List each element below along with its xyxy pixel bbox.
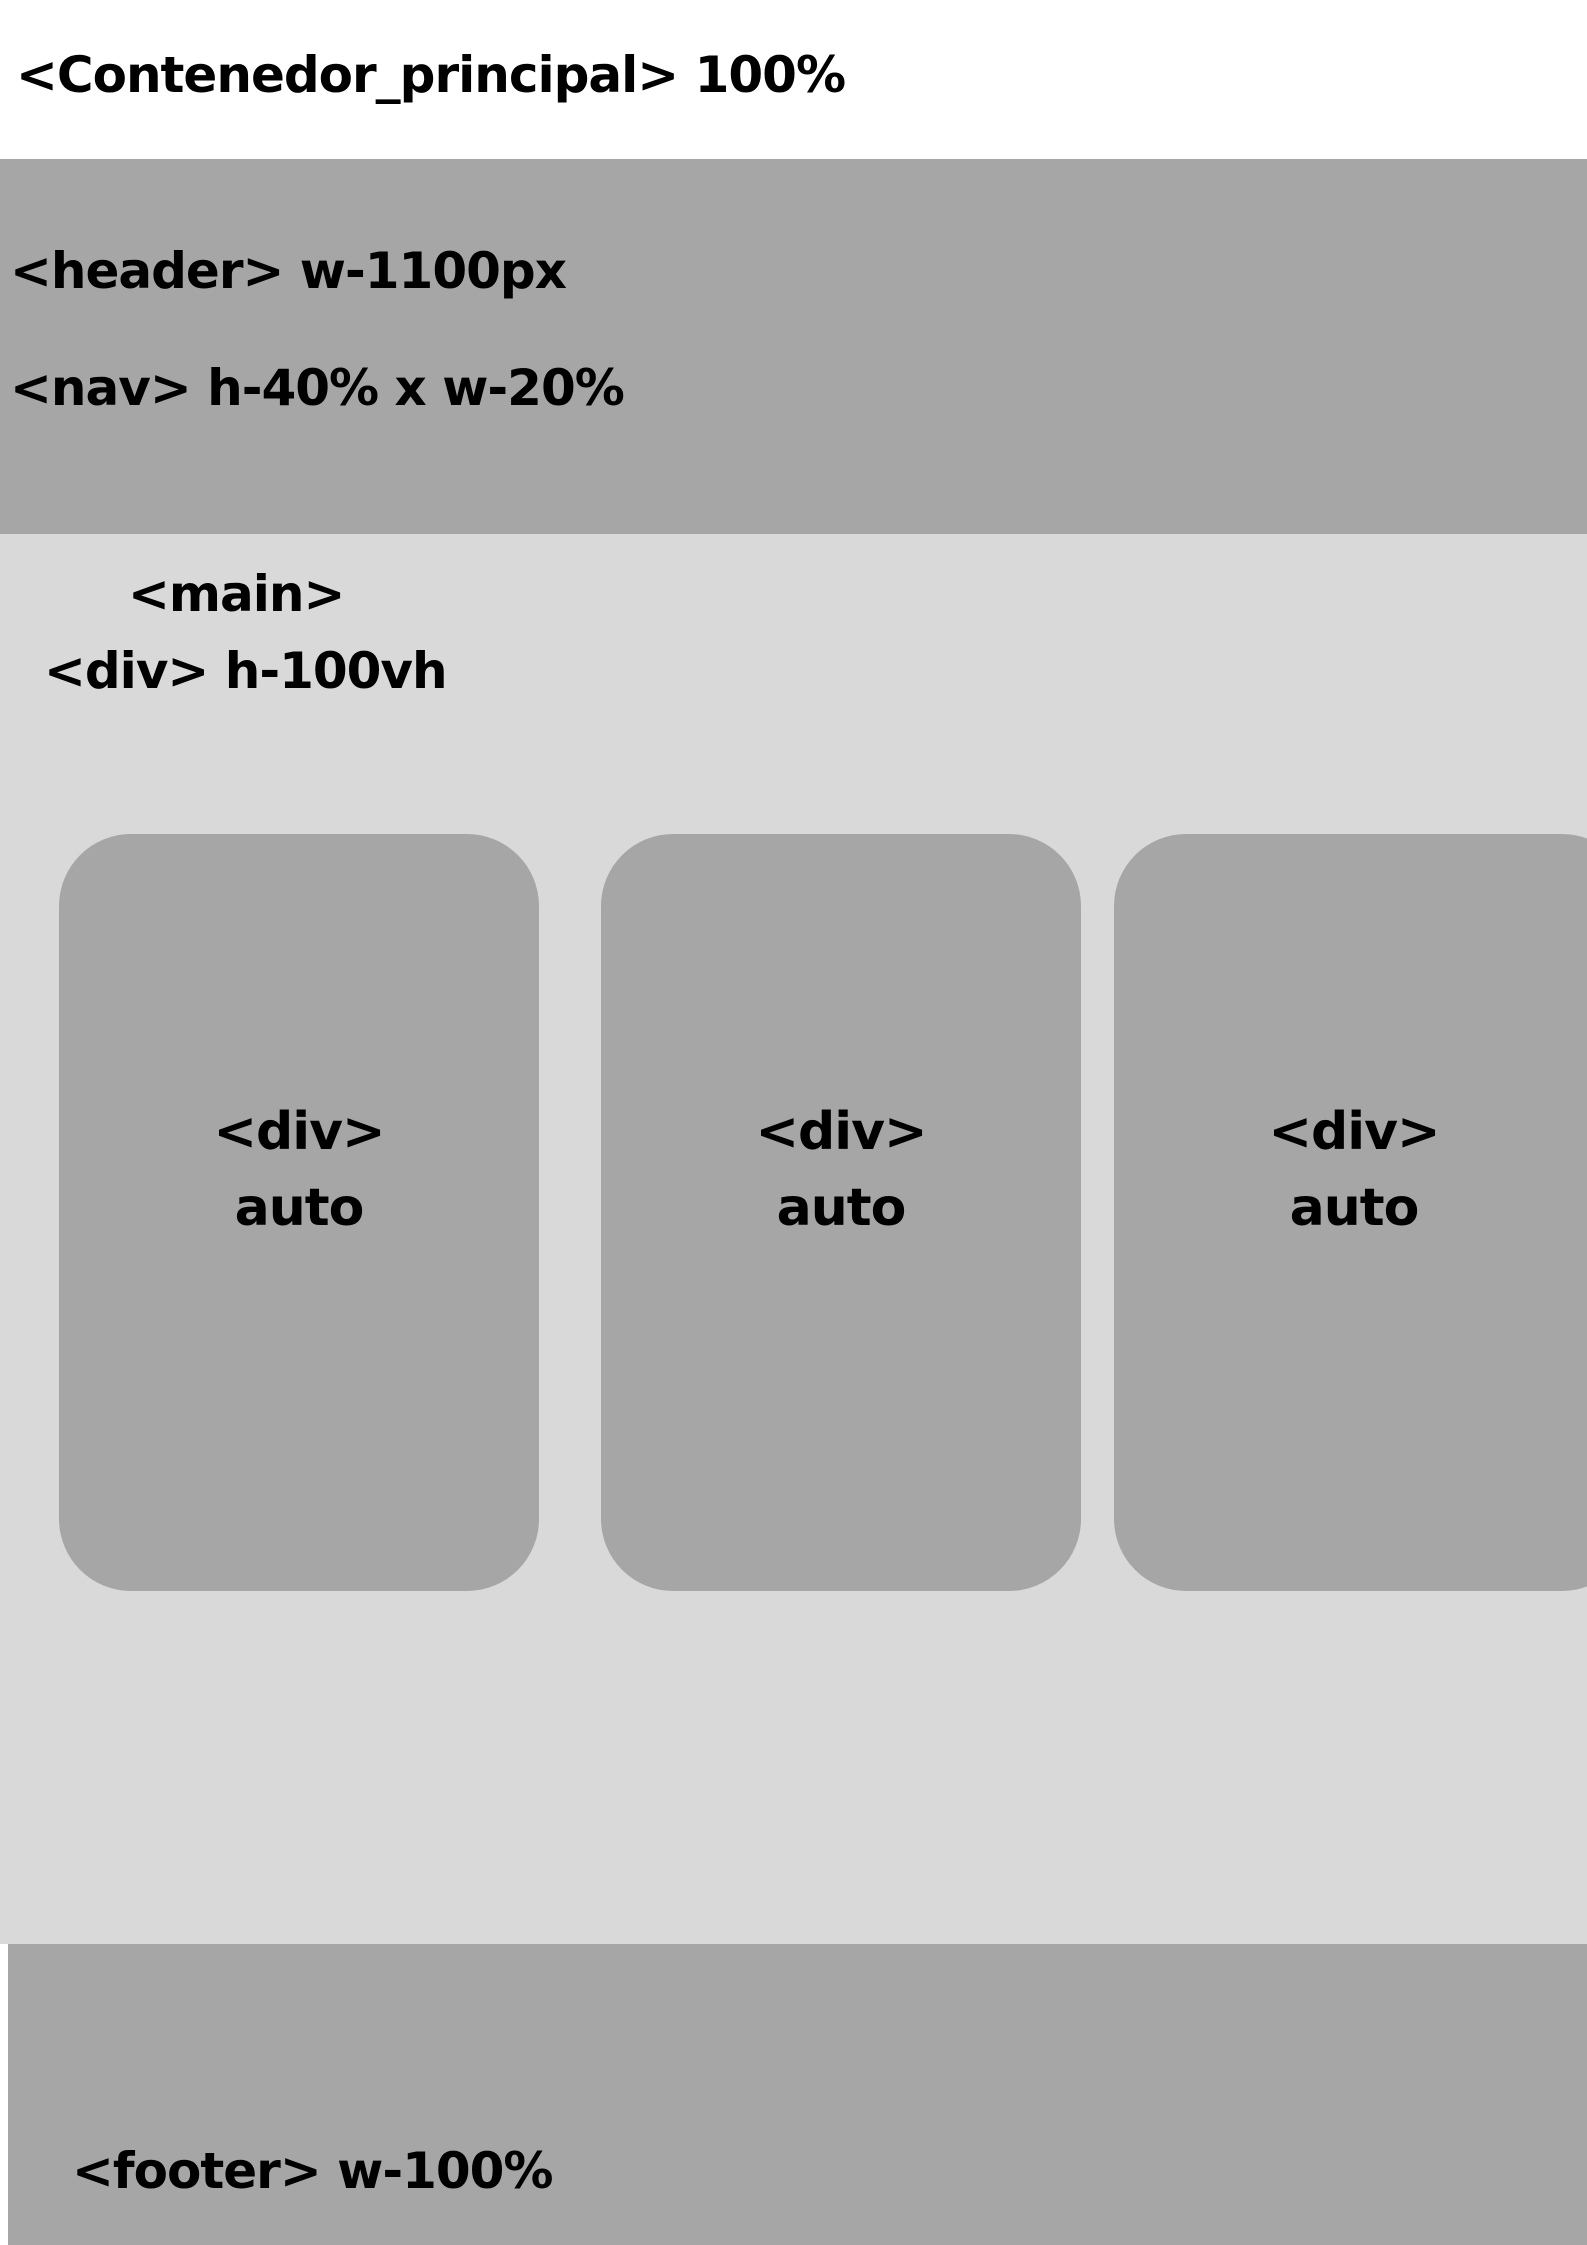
card-1-size: auto xyxy=(234,1178,365,1238)
card-3-text: <div> auto xyxy=(1114,1094,1587,1246)
main-label: <main> xyxy=(128,565,345,623)
card-div-1: <div> auto xyxy=(59,834,539,1591)
card-3-tag: <div> xyxy=(1268,1102,1440,1162)
header-block xyxy=(0,159,1587,534)
header-label: <header> w-1100px xyxy=(10,242,567,300)
card-2-size: auto xyxy=(776,1178,907,1238)
main-div-label: <div> h-100vh xyxy=(44,642,448,700)
card-3-size: auto xyxy=(1289,1178,1420,1238)
card-1-tag: <div> xyxy=(213,1102,385,1162)
footer-label: <footer> w-100% xyxy=(72,2142,554,2200)
card-1-text: <div> auto xyxy=(59,1094,539,1246)
container-title: <Contenedor_principal> 100% xyxy=(16,46,846,104)
card-div-3: <div> auto xyxy=(1114,834,1587,1591)
footer-block xyxy=(8,1944,1587,2245)
card-div-2: <div> auto xyxy=(601,834,1081,1591)
card-2-text: <div> auto xyxy=(601,1094,1081,1246)
nav-label: <nav> h-40% x w-20% xyxy=(10,359,625,417)
card-2-tag: <div> xyxy=(755,1102,927,1162)
